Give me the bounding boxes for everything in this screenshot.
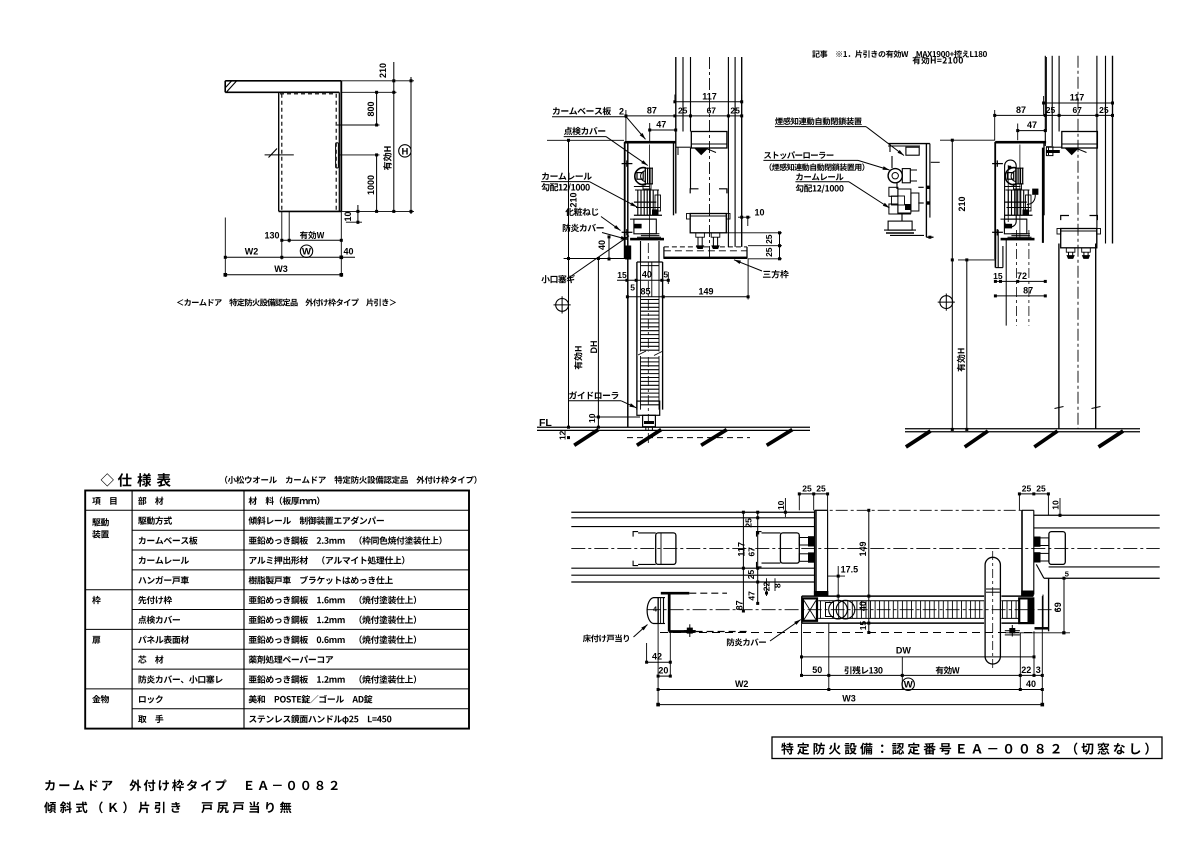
svg-text:87: 87 (1016, 105, 1026, 115)
svg-text:DW: DW (896, 645, 911, 655)
svg-text:W3: W3 (842, 694, 856, 704)
svg-text:40: 40 (1026, 679, 1036, 689)
svg-text:117: 117 (1070, 93, 1085, 103)
svg-text:10: 10 (587, 413, 597, 423)
svg-text:117: 117 (702, 91, 717, 101)
svg-text:42: 42 (652, 652, 662, 662)
svg-text:10: 10 (755, 208, 765, 218)
svg-text:15: 15 (859, 621, 868, 631)
svg-text:H: H (401, 146, 408, 157)
svg-text:10: 10 (776, 500, 786, 510)
svg-text:W3: W3 (274, 264, 288, 274)
svg-text:72: 72 (1017, 271, 1027, 281)
svg-text:25: 25 (764, 247, 774, 257)
svg-text:3: 3 (1036, 665, 1041, 675)
svg-text:25: 25 (746, 570, 756, 580)
svg-text:15: 15 (617, 270, 627, 280)
svg-text:210: 210 (378, 63, 388, 78)
svg-text:87: 87 (647, 105, 657, 115)
svg-text:W2: W2 (245, 246, 259, 256)
svg-text:149: 149 (698, 286, 713, 296)
svg-text:40: 40 (858, 601, 868, 611)
svg-text:40: 40 (343, 246, 353, 256)
svg-text:10: 10 (1051, 500, 1061, 510)
svg-text:47: 47 (746, 591, 756, 601)
svg-text:17.5: 17.5 (841, 565, 859, 575)
svg-text:W: W (904, 680, 913, 691)
svg-text:W: W (302, 247, 311, 258)
svg-text:DH: DH (589, 341, 599, 354)
svg-text:40: 40 (597, 240, 607, 250)
svg-text:117: 117 (736, 542, 746, 557)
svg-text:22: 22 (1021, 665, 1031, 675)
svg-text:25: 25 (764, 234, 774, 244)
svg-text:25: 25 (802, 483, 812, 493)
svg-text:149: 149 (858, 541, 868, 556)
svg-text:12: 12 (558, 430, 568, 440)
svg-text:25: 25 (730, 105, 740, 115)
svg-text:47: 47 (1027, 120, 1037, 130)
svg-text:50: 50 (812, 665, 822, 675)
svg-text:130: 130 (264, 231, 279, 241)
svg-text:25: 25 (744, 518, 754, 528)
svg-text:5: 5 (663, 270, 668, 280)
svg-text:69: 69 (1053, 602, 1063, 612)
svg-text:1000: 1000 (366, 175, 376, 195)
svg-text:15: 15 (993, 271, 1003, 281)
svg-text:67: 67 (1072, 105, 1082, 115)
svg-text:10: 10 (343, 211, 353, 221)
svg-text:8: 8 (772, 583, 782, 588)
svg-text:2: 2 (619, 106, 624, 116)
svg-text:210: 210 (957, 196, 967, 211)
svg-text:W2: W2 (735, 679, 749, 689)
svg-text:25: 25 (1022, 483, 1032, 493)
svg-text:5: 5 (630, 283, 635, 293)
svg-text:5: 5 (1065, 570, 1069, 579)
svg-text:67: 67 (746, 547, 756, 557)
svg-text:47: 47 (656, 120, 666, 130)
svg-text:25: 25 (678, 105, 688, 115)
svg-text:4: 4 (653, 605, 658, 614)
svg-text:20: 20 (658, 665, 668, 675)
svg-text:210: 210 (569, 192, 579, 207)
svg-text:67: 67 (707, 105, 717, 115)
svg-text:87: 87 (735, 600, 745, 610)
svg-text:85: 85 (640, 287, 650, 297)
svg-text:25: 25 (816, 483, 826, 493)
svg-text:40: 40 (642, 270, 652, 280)
svg-text:800: 800 (366, 101, 376, 116)
svg-text:25: 25 (1046, 105, 1056, 115)
svg-text:25: 25 (1099, 105, 1109, 115)
svg-text:25: 25 (1036, 483, 1046, 493)
svg-text:87: 87 (1023, 286, 1033, 296)
svg-text:FL: FL (539, 417, 552, 429)
